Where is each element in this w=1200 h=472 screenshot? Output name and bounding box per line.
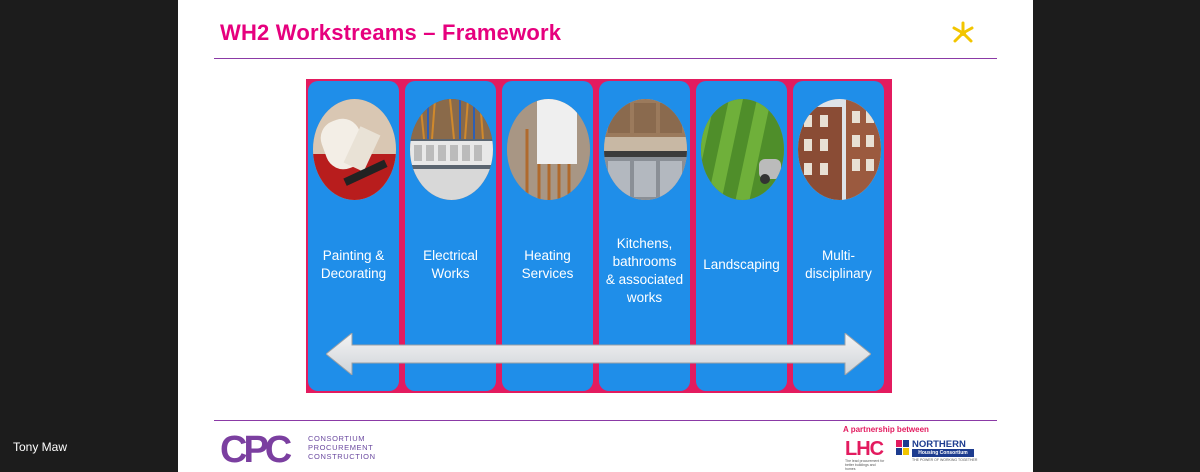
buildings-photo [798,99,881,200]
cpc-logo: CPC [220,429,300,467]
lhc-tagline: The lead procurement for better building… [845,459,885,471]
heating-photo [507,99,590,200]
workstream-label-multidisciplinary: Multi- disciplinary [793,247,884,283]
partnership-caption: A partnership between [843,425,929,434]
northern-logo: NORTHERN Housing Consortium THE POWER OF… [896,440,976,460]
painting-photo [313,99,396,200]
northern-subtitle: Housing Consortium [912,449,974,457]
shared-slide: WH2 Workstreams – Framework Pain [178,0,1033,472]
participant-tile[interactable]: Tony Maw [0,0,178,472]
star-burst-icon [950,20,976,46]
slide-title: WH2 Workstreams – Framework [220,20,561,46]
northern-tagline: THE POWER OF WORKING TOGETHER [912,458,977,462]
footer-divider [214,420,997,421]
workstream-label-landscaping: Landscaping [696,256,787,274]
cpc-line-1: CONSORTIUM [308,434,376,443]
cpc-line-3: CONSTRUCTION [308,452,376,461]
lhc-logo: LHC [845,438,883,461]
title-divider [214,58,997,59]
workstream-label-painting: Painting & Decorating [308,247,399,283]
workstream-label-electrical: Electrical Works [405,247,496,283]
double-arrow-icon [326,333,871,375]
workstream-label-kitchens: Kitchens, bathrooms & associated works [599,235,690,307]
cpc-wordmark: CONSORTIUM PROCUREMENT CONSTRUCTION [308,434,376,461]
workstream-label-heating: Heating Services [502,247,593,283]
house-grid-icon [896,440,910,456]
electrical-photo [410,99,493,200]
northern-title: NORTHERN [912,440,966,449]
svg-text:CPC: CPC [220,429,292,467]
landscaping-photo [701,99,784,200]
cpc-line-2: PROCUREMENT [308,443,376,452]
participant-name: Tony Maw [13,440,67,454]
kitchen-photo [604,99,687,200]
